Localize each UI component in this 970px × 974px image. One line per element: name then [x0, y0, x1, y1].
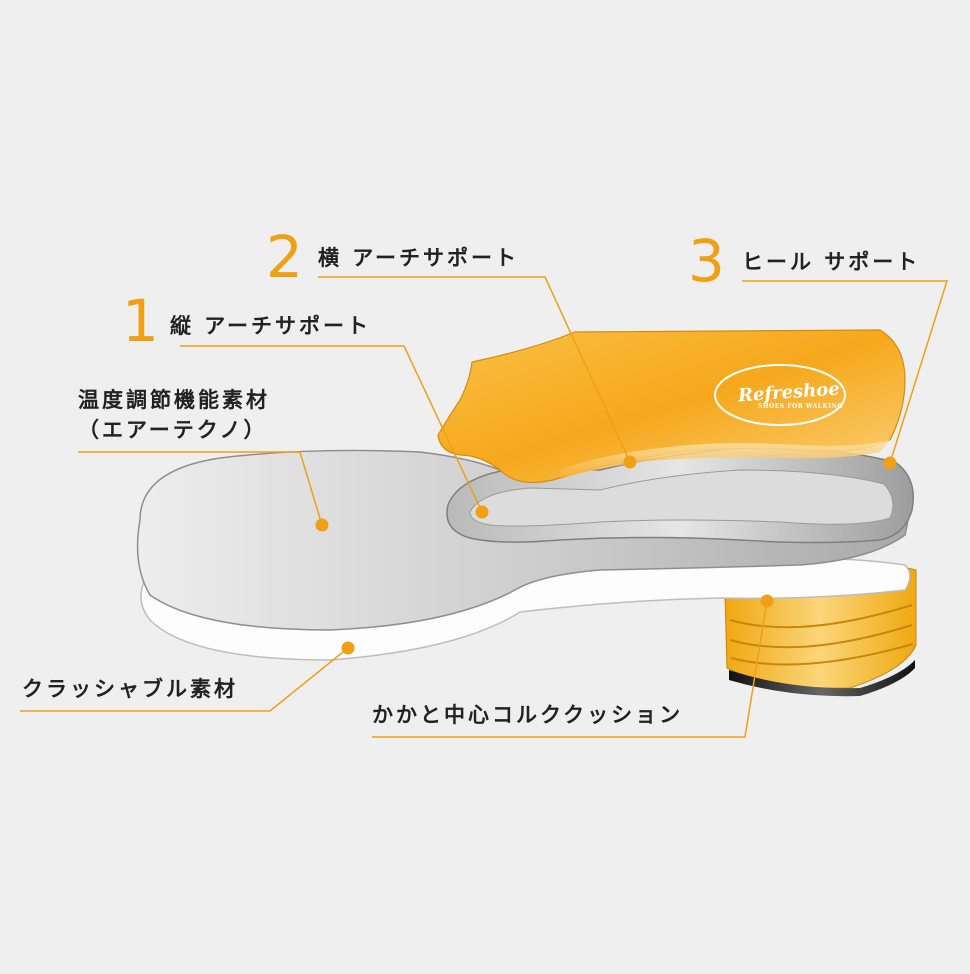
callout-line-cork — [372, 600, 768, 738]
number-3: 3 — [688, 227, 725, 295]
callout-dot-thermal — [315, 518, 329, 532]
number-1: 1 — [122, 287, 159, 355]
callout-line-3 — [742, 280, 949, 464]
label-thermal-line1: 温度調節機能素材 — [78, 388, 270, 412]
callout-line-2 — [318, 276, 631, 463]
callout-line-crushable — [20, 647, 349, 712]
callout-dot-2 — [623, 455, 637, 469]
callout-dots — [315, 455, 897, 655]
callout-lines — [20, 276, 949, 738]
callout-dot-crushable — [341, 641, 355, 655]
label-transverse-arch-support: 横 アーチサポート — [318, 246, 520, 270]
label-heel-cork-cushion: かかと中心コルククッション — [372, 703, 684, 727]
callout-line-thermal — [78, 451, 323, 526]
logo-tagline: SHOES FOR WALKING — [758, 403, 844, 410]
number-2: 2 — [266, 223, 303, 291]
label-crushable-material: クラッシャブル素材 — [22, 677, 238, 701]
callout-line-1 — [180, 345, 483, 513]
label-heel-support: ヒール サポート — [742, 250, 921, 274]
callout-dot-1 — [475, 505, 489, 519]
label-thermal-line2: （エアーテクノ） — [78, 418, 268, 443]
label-longitudinal-arch-support: 縦 アーチサポート — [170, 314, 372, 338]
callout-dot-3 — [883, 456, 897, 470]
heel-cup-part — [437, 329, 906, 484]
label-thermal-material: 温度調節機能素材 （エアーテクノ） — [78, 385, 270, 446]
callout-dot-cork — [760, 594, 774, 608]
